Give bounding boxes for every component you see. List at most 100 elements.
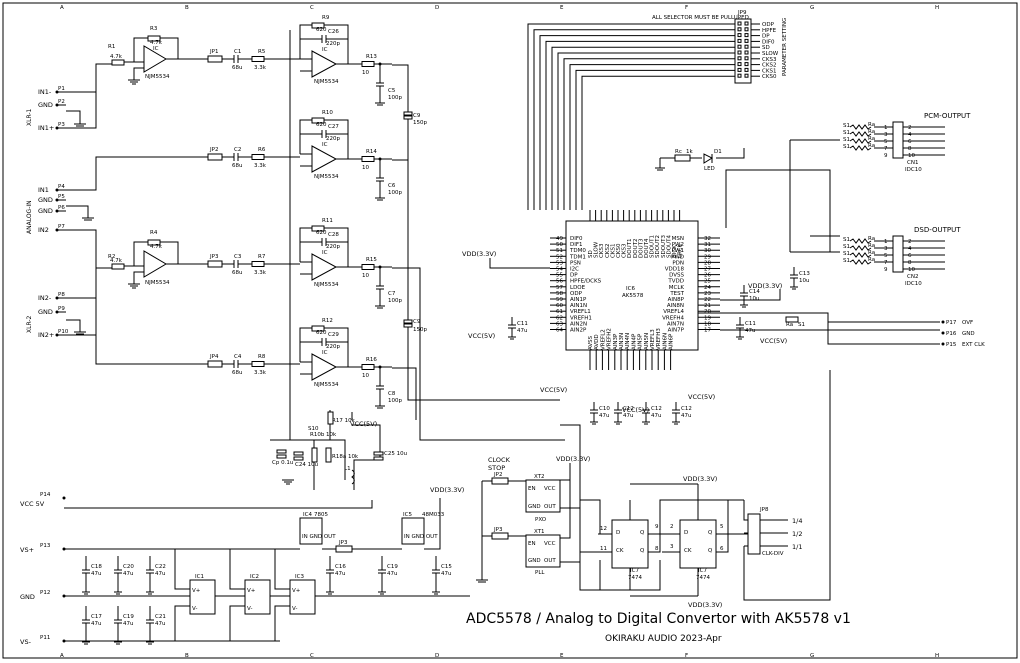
parameter-line bbox=[557, 52, 735, 210]
resistor-array-element bbox=[849, 245, 872, 251]
junction-dot bbox=[378, 265, 382, 269]
opamp-triangle-stage2 bbox=[311, 353, 338, 381]
capacitor-ref: C4 bbox=[234, 354, 242, 360]
resistor-ref: R8 bbox=[258, 354, 266, 360]
adc-pin-name: AIN5P bbox=[638, 333, 644, 350]
resistor-ref: R11 bbox=[322, 218, 333, 224]
svg-text:7805: 7805 bbox=[314, 512, 328, 518]
svg-text:1/2: 1/2 bbox=[792, 530, 802, 538]
capacitor-value: 47u bbox=[651, 413, 661, 419]
svg-text:VCC: VCC bbox=[544, 541, 556, 547]
adc-pin-number: 28 bbox=[704, 260, 711, 266]
column-marker: A bbox=[60, 653, 64, 659]
svg-text:EN: EN bbox=[528, 541, 536, 547]
connector-pin-number: 4 bbox=[908, 246, 912, 252]
svg-text:GND: GND bbox=[528, 504, 541, 510]
capacitor-value: 47u bbox=[91, 571, 101, 577]
parameter-line bbox=[581, 75, 735, 210]
capacitor-ref: C5 bbox=[388, 88, 396, 94]
resistor-array-ref: Ra bbox=[868, 129, 875, 135]
jp9-pin bbox=[744, 73, 749, 78]
adc-pin-name: SDOUT3 bbox=[661, 235, 667, 258]
jumper-label: JP3 bbox=[209, 254, 219, 260]
adc-pin-name: HPFE/DCKS bbox=[570, 279, 602, 285]
svg-text:VDD(3.3V): VDD(3.3V) bbox=[688, 601, 722, 609]
resistor-value: 10 bbox=[362, 70, 369, 76]
svg-text:150p: 150p bbox=[413, 327, 427, 333]
jp9-pin bbox=[737, 73, 742, 78]
svg-text:S10: S10 bbox=[308, 426, 319, 432]
column-marker: G bbox=[810, 653, 814, 659]
power-pin-number: P11 bbox=[40, 635, 50, 641]
adc-pin-number: 49 bbox=[556, 236, 563, 242]
svg-text:GND: GND bbox=[528, 558, 541, 564]
power-capacitor bbox=[432, 556, 440, 595]
connector-pin-number: 2 bbox=[908, 239, 912, 245]
capacitor-ref: C13 bbox=[799, 271, 810, 277]
svg-text:IC4: IC4 bbox=[303, 512, 312, 518]
pin-label: V- bbox=[247, 606, 252, 612]
resistor-ref: R10 bbox=[322, 110, 333, 116]
connector-pin-number: 9 bbox=[884, 153, 888, 159]
input-pin-number: P1 bbox=[58, 86, 65, 92]
adc-pin-name: TDM1 bbox=[569, 254, 586, 260]
column-marker: G bbox=[810, 5, 814, 11]
bias-network: R17 10k S10 R10b 10k R18a 10k VCC(5V) L1… bbox=[270, 30, 407, 490]
svg-text:4.7k: 4.7k bbox=[150, 244, 163, 250]
input-pin-label: IN1 bbox=[38, 186, 49, 194]
resistor-array-ref: Ra bbox=[868, 143, 875, 149]
capacitor-ref: C15 bbox=[441, 564, 452, 570]
capacitor-ref: C2 bbox=[234, 147, 241, 153]
pin-label: V+ bbox=[292, 588, 301, 594]
capacitor-value: 47u bbox=[155, 571, 165, 577]
output-wire bbox=[348, 158, 392, 201]
oscillator-xt2 bbox=[525, 479, 561, 513]
adc-pin-number: 31 bbox=[704, 242, 711, 248]
capacitor-value: 47u bbox=[123, 621, 133, 627]
adc-pin-name: AIN2N bbox=[570, 321, 587, 327]
adc-capacitor bbox=[790, 267, 798, 290]
resistor-array-ref: Ra bbox=[868, 136, 875, 142]
capacitor-ref: C12 bbox=[651, 406, 662, 412]
adc-pin-name: PW2 bbox=[672, 242, 684, 248]
adc-pin-name: VREFL2 bbox=[600, 329, 606, 350]
resistor-value: 620 bbox=[316, 122, 327, 128]
analog-in-label: ANALOG-IN bbox=[26, 200, 33, 234]
feedback-wire bbox=[299, 24, 349, 72]
power-ic-ref: IC2 bbox=[250, 574, 259, 580]
adc-pin-name: AIN4N bbox=[625, 333, 631, 350]
capacitor-value: 47u bbox=[91, 621, 101, 627]
power-capacitor bbox=[82, 606, 90, 645]
xlr2-label: XLR-2 bbox=[26, 315, 33, 333]
capacitor-ref: C10 bbox=[599, 406, 610, 412]
svg-text:D: D bbox=[616, 530, 620, 536]
r3-ref: R3 bbox=[150, 26, 158, 32]
ext-pin-label: OVF bbox=[962, 320, 973, 326]
adc-pin-number: 55 bbox=[556, 273, 563, 279]
capacitor-value: 68u bbox=[232, 65, 242, 71]
resistor-r11 bbox=[311, 225, 325, 232]
capacitor-value: 100p bbox=[388, 95, 402, 101]
power-pin-number: P14 bbox=[40, 492, 51, 498]
adc-pin-name: VREFH1 bbox=[570, 315, 592, 321]
connector-pin-number: 1 bbox=[884, 125, 888, 131]
input-pin-number: P5 bbox=[58, 194, 65, 200]
ak5578-part: AK5578 bbox=[622, 293, 644, 299]
ext-pin-number: P15 bbox=[946, 342, 957, 348]
adc-pin-name: AIN8P bbox=[668, 297, 685, 303]
input-pin-number: P9 bbox=[58, 306, 65, 312]
connector-pin-number: 7 bbox=[884, 260, 888, 266]
pin-dot bbox=[941, 342, 945, 346]
svg-text:Q: Q bbox=[640, 548, 645, 554]
resistor-array-element bbox=[849, 145, 872, 151]
opamp-triangle-ic1a bbox=[143, 45, 167, 73]
svg-text:IC: IC bbox=[153, 46, 159, 52]
input-pin-label: GND bbox=[38, 207, 53, 215]
pin-dot bbox=[55, 296, 59, 300]
resistor-array-element bbox=[849, 138, 872, 144]
svg-text:PLL: PLL bbox=[535, 570, 545, 576]
adc-pin-name: AIN1P bbox=[570, 297, 587, 303]
